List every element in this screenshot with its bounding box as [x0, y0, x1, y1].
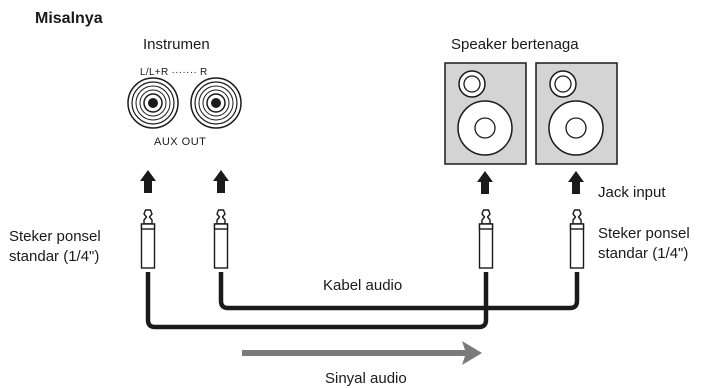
phone-plug-icon: [569, 209, 585, 269]
phone-plug-icon: [478, 209, 494, 269]
audio-cable-outer: [145, 272, 489, 330]
up-arrow-icon: [213, 170, 229, 193]
speakers-label: Speaker bertenaga: [451, 36, 579, 53]
up-arrow-icon: [568, 171, 584, 194]
speaker-left: [444, 62, 527, 165]
plug-left-label-line2: standar (1/4"): [9, 248, 100, 265]
plug-left-label-line1: Steker ponsel: [9, 228, 101, 245]
aux-out-jack-left: [127, 77, 179, 129]
audio-cable-inner: [218, 272, 580, 311]
input-jack-label: Jack input: [598, 184, 666, 201]
up-arrow-icon: [140, 170, 156, 193]
speaker-right: [535, 62, 618, 165]
instrument-label: Instrumen: [143, 36, 210, 53]
phone-plug-icon: [213, 209, 229, 269]
plug-right-label-line1: Steker ponsel: [598, 225, 690, 242]
heading: Misalnya: [35, 10, 103, 27]
aux-out-label: AUX OUT: [154, 136, 207, 148]
jack-channel-label: L/L+R ······· R: [140, 67, 208, 78]
signal-direction-arrow: [242, 341, 482, 365]
signal-label: Sinyal audio: [325, 370, 407, 387]
up-arrow-icon: [477, 171, 493, 194]
plug-right-label-line2: standar (1/4"): [598, 245, 689, 262]
phone-plug-icon: [140, 209, 156, 269]
cable-label: Kabel audio: [323, 277, 403, 294]
aux-out-jack-right: [190, 77, 242, 129]
